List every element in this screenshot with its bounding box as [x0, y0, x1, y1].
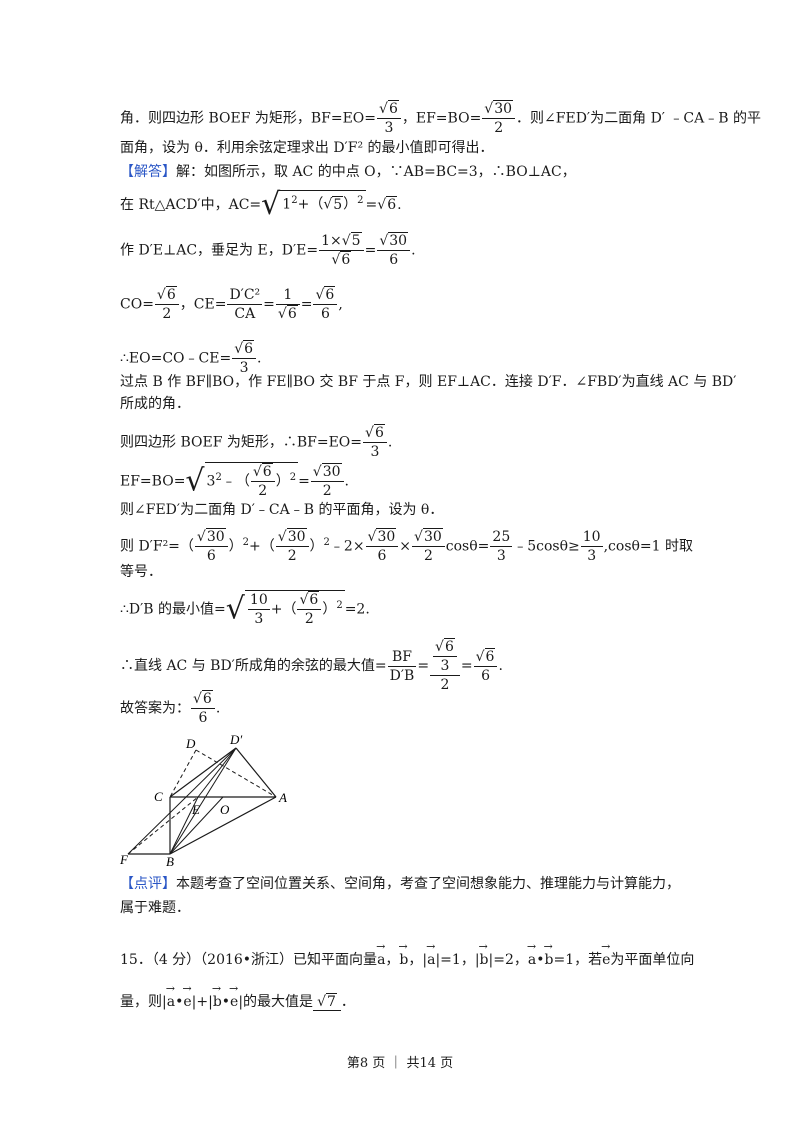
text-line: 在 Rt△ACD′中，AC=√12+（√5）2=√6. — [120, 187, 402, 222]
label-Dprime: D′ — [229, 732, 242, 747]
question-15-line2: 量，则|a•e|+|b•e|的最大值是√7． — [120, 979, 355, 1012]
label-F: F — [119, 852, 129, 867]
label-C: C — [154, 789, 163, 804]
page-footer: 第8 页 ｜ 共14 页 — [346, 1056, 454, 1071]
text-line: 过点 B 作 BF∥BO，作 FE∥BO 交 BF 于点 F，则 EF⊥AC．连… — [120, 374, 737, 390]
edge-DpC — [169, 747, 237, 798]
label-A: A — [278, 790, 287, 805]
label-E: E — [191, 802, 200, 817]
fraction: 1√6 — [275, 286, 300, 323]
edge-BE — [169, 796, 199, 855]
text-line: 等号． — [120, 564, 162, 580]
text-line: 则∠FED′为二面角 D′﹣CA﹣B 的平面角，设为 θ． — [120, 502, 444, 518]
solution-tag: 【解答】 — [120, 164, 176, 180]
answer-blank: √7 — [313, 993, 341, 1011]
text-line: 面角，设为 θ．利用余弦定理求出 D′F² 的最小值即可得出． — [120, 140, 494, 156]
edge-DpA — [235, 747, 277, 798]
text-line: 所成的角． — [120, 396, 190, 412]
label-O: O — [220, 802, 230, 817]
geometry-figure: D D′ C E O A F B — [119, 732, 287, 868]
question-15-line1: 15．（4 分）（2016•浙江）已知平面向量a，b，|a|=1，|b|=2，a… — [120, 937, 694, 970]
edge-BO — [169, 796, 224, 855]
edge-BA — [169, 796, 277, 855]
edge-DpB — [169, 747, 237, 855]
edge-DpE — [197, 747, 237, 798]
edge-FE — [127, 796, 199, 855]
comment-tag: 【点评】 — [120, 876, 176, 892]
edge-DpF — [127, 747, 237, 855]
fraction: 1×√5√6 — [319, 232, 364, 269]
label-B: B — [166, 854, 174, 868]
text-line: 属于难题． — [120, 900, 190, 916]
edge-DA — [195, 749, 277, 798]
edge-DC — [169, 749, 197, 798]
text-line: 【解答】解：如图所示，取 AC 的中点 O，∵AB=BC=3，∴BO⊥AC， — [120, 164, 576, 180]
text-line: 【点评】本题考查了空间位置关系、空间角，考查了空间想象能力、推理能力与计算能力， — [120, 876, 680, 892]
label-D: D — [185, 736, 196, 751]
